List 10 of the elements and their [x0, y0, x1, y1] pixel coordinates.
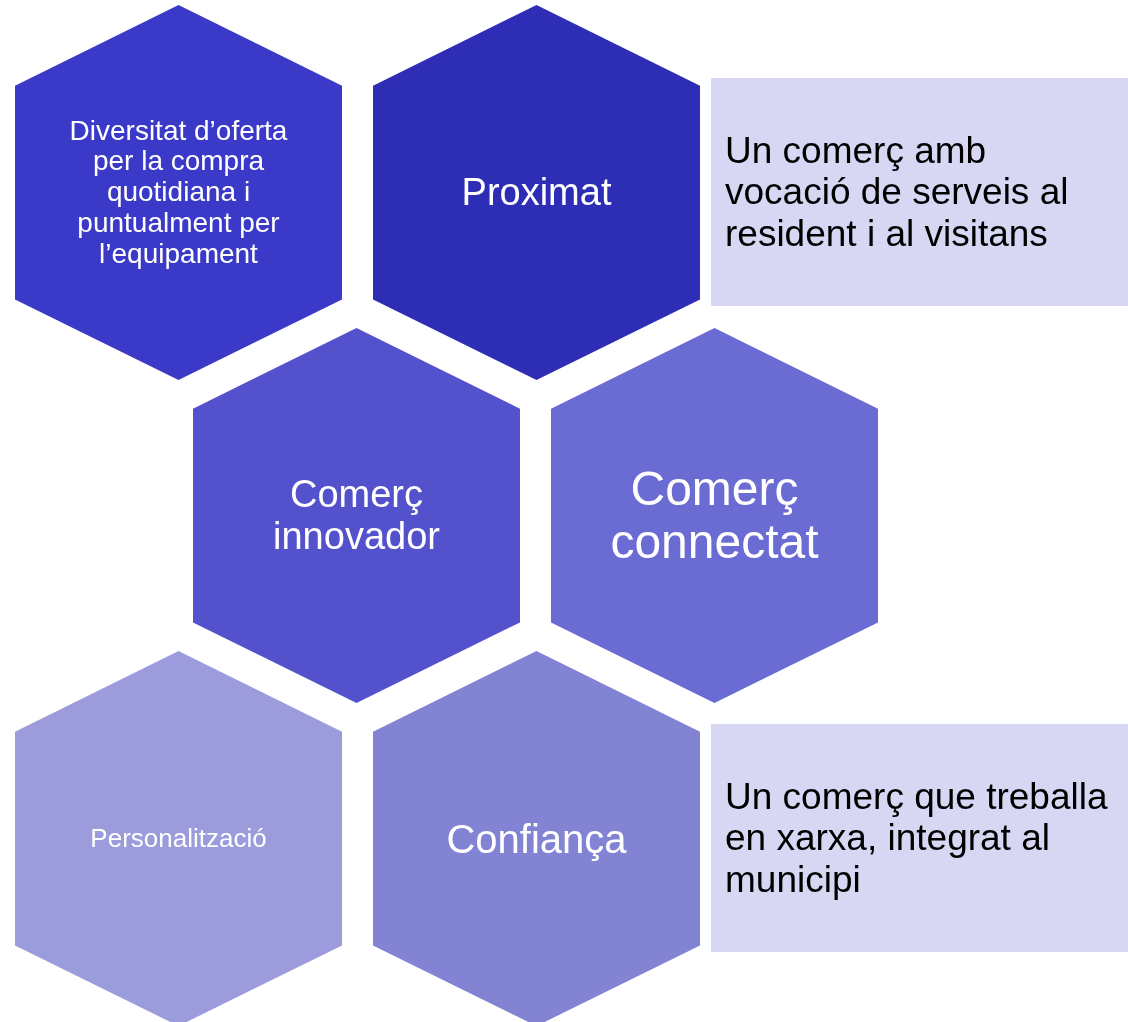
hexagon-label: Comerç innovador	[272, 473, 441, 558]
hexagon-label: Comerç connectat	[609, 462, 820, 569]
hexagon-label: Confiança	[445, 816, 628, 861]
hexagon-label: Diversitat d’oferta per la compra quotidiana i puntualment per l’equipament	[68, 115, 289, 270]
panel-text: Un comerç que treballa en xarxa, integrat al municipi	[725, 775, 1109, 901]
panel-text: Un comerç amb vocació de serveis al resident i al visitans	[725, 129, 1070, 255]
hexagon-label: Personalització	[89, 824, 268, 853]
text-panel	[711, 724, 1128, 952]
text-panel	[711, 78, 1128, 306]
hexagon-label: Proximat	[460, 171, 613, 214]
